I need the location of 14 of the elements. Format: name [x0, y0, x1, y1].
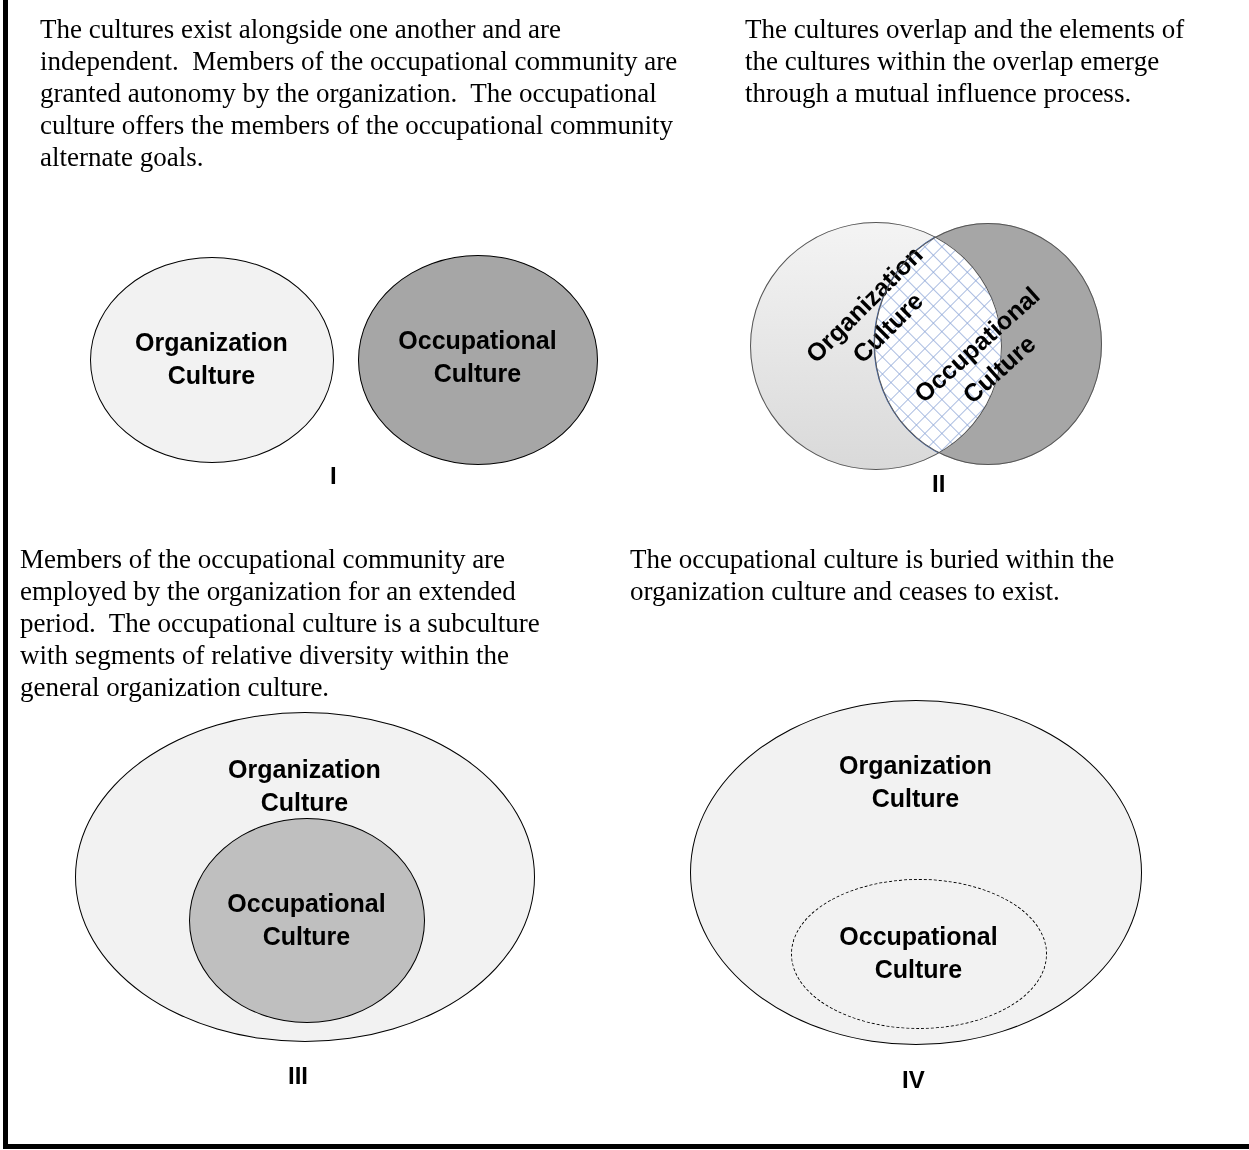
ellipse-label: Organization Culture [134, 327, 289, 391]
description-text: The occupational culture is buried within the organization culture and ceases to exist. [630, 543, 1116, 607]
panel-number: III [288, 1062, 308, 1090]
panel-number: IV [902, 1066, 925, 1094]
ellipse-label: Occupational Culture [838, 921, 999, 985]
ellipse-label: Organization Culture [227, 754, 382, 818]
ellipse-label: Occupational Culture [226, 888, 387, 952]
description-text: The cultures exist alongside one another and are independent. Members of the occupational community are granted autonomy by the organization. The occupational culture offers the members of the occupational community alternate goals. [40, 13, 679, 173]
description-text: Members of the occupational community are employed by the organization for an extended period. The occupational culture is a subculture with segments of relative diversity within the general organization culture. [20, 543, 541, 703]
panel-number: II [932, 470, 946, 498]
panel-number: I [330, 462, 337, 490]
ellipse-label: Occupational Culture [397, 325, 558, 389]
description-text: The cultures overlap and the elements of the cultures within the overlap emerge through a mutual influence process. [745, 13, 1186, 109]
ellipse-label: Organization Culture [838, 750, 993, 814]
